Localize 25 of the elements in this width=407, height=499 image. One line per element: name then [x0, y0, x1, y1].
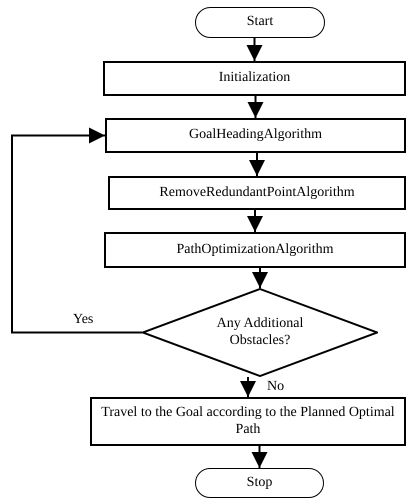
step-text: Start	[246, 14, 274, 31]
step-text: Travel to the Goal according to the Planned Optimal Path	[100, 405, 396, 438]
process-box	[104, 232, 406, 268]
arrow	[252, 268, 268, 288]
arrow	[248, 96, 264, 118]
step-text: RemoveRedundantPointAlgorithm	[159, 184, 355, 202]
step-text: Stop	[246, 474, 272, 492]
arrow	[11, 128, 142, 334]
arrow	[247, 210, 263, 232]
decision-diamond	[142, 288, 378, 377]
step-text: GoalHeadingAlgorithm	[189, 127, 322, 144]
arrow	[252, 446, 268, 468]
step-text: PathOptimizationAlgorithm	[176, 242, 334, 258]
process-box	[105, 118, 406, 153]
process-box	[108, 176, 406, 210]
start-terminal	[195, 7, 325, 38]
process-box	[90, 397, 406, 446]
arrow	[240, 377, 256, 397]
stop-terminal	[195, 468, 324, 498]
edge-label: Yes	[72, 312, 94, 326]
process-box	[103, 61, 406, 96]
arrow	[249, 153, 265, 176]
arrow	[246, 38, 262, 61]
step-text: Initialization	[218, 70, 290, 87]
decision-text: Any Additional Obstacles?	[216, 316, 304, 349]
